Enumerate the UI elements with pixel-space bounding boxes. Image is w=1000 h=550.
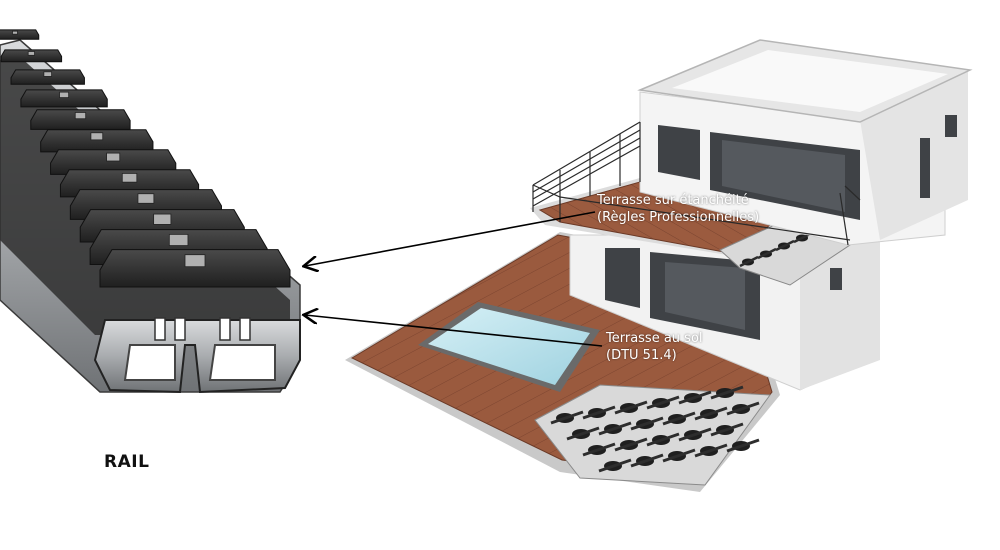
ground-joist: [678, 390, 712, 405]
rail-pad-clip: [121, 173, 138, 183]
upper-joist: [757, 247, 777, 260]
rail-pad: [50, 149, 177, 175]
lower-floor-side: [800, 235, 880, 390]
rail-pad-clip: [59, 91, 70, 98]
rail-pad-clip: [184, 254, 206, 268]
ground-pedestals: [550, 385, 760, 473]
ground-joist: [710, 422, 744, 437]
rail-pad-clip: [90, 132, 104, 141]
rail-illustration: [0, 29, 301, 394]
house-illustration: [345, 39, 973, 492]
ground-joist: [678, 427, 712, 442]
rail-pad-clip: [153, 213, 172, 225]
ground-joist: [726, 401, 760, 416]
callout-upper-line1: Terrasse sur étanchéité: [597, 193, 749, 208]
ground-joist: [694, 443, 728, 458]
rail-pads: [0, 29, 291, 288]
rail-pad-clip: [12, 30, 18, 35]
callout-arrows: [305, 211, 603, 347]
ground-joist: [662, 448, 696, 463]
rail-label: RAIL: [104, 452, 150, 472]
rail-pad-clip: [43, 71, 52, 77]
rail-pad-clip: [106, 152, 121, 162]
arrow-upper-terrace: [305, 211, 596, 266]
ground-joist: [598, 458, 632, 473]
callout-ground-terrace: Terrasse au sol (DTU 51.4): [606, 330, 703, 364]
upper-joist: [739, 255, 759, 268]
callout-upper-line2: (Règles Professionnelles): [597, 210, 760, 225]
rail-pad-clip: [168, 233, 189, 246]
ground-joist: [630, 453, 664, 468]
ground-joist: [710, 385, 744, 400]
upper-joist: [775, 239, 795, 252]
ground-joist: [582, 405, 616, 420]
rail-pad: [0, 29, 40, 40]
rail-pad-clip: [137, 193, 155, 204]
rail-profile: [93, 317, 301, 394]
rail-pad-clip: [27, 51, 35, 56]
ground-joist: [662, 411, 696, 426]
ground-joist: [598, 421, 632, 436]
ground-joist: [726, 438, 760, 453]
ground-joist: [566, 426, 600, 441]
ground-joist: [582, 442, 616, 457]
rail-pad: [99, 249, 291, 288]
ground-joist: [630, 416, 664, 431]
callout-ground-line2: (DTU 51.4): [606, 348, 677, 363]
rail-pad: [0, 49, 63, 63]
ground-joist: [550, 410, 584, 425]
upper-floor-side: [860, 70, 968, 240]
ground-joist: [614, 437, 648, 452]
rail-pad-clip: [74, 112, 87, 120]
ground-joist: [646, 395, 680, 410]
ground-joist: [694, 406, 728, 421]
ground-joist: [646, 432, 680, 447]
rail-pad: [20, 89, 108, 108]
callout-ground-line1: Terrasse au sol: [606, 331, 703, 346]
pool-water: [428, 308, 590, 385]
rail-pad: [30, 109, 131, 130]
callout-upper-terrace: Terrasse sur étanchéité (Règles Professi…: [597, 192, 759, 226]
arrow-ground-terrace: [305, 315, 603, 347]
ground-joist: [614, 400, 648, 415]
rail-pad: [40, 129, 154, 153]
rail-pad: [10, 69, 85, 85]
